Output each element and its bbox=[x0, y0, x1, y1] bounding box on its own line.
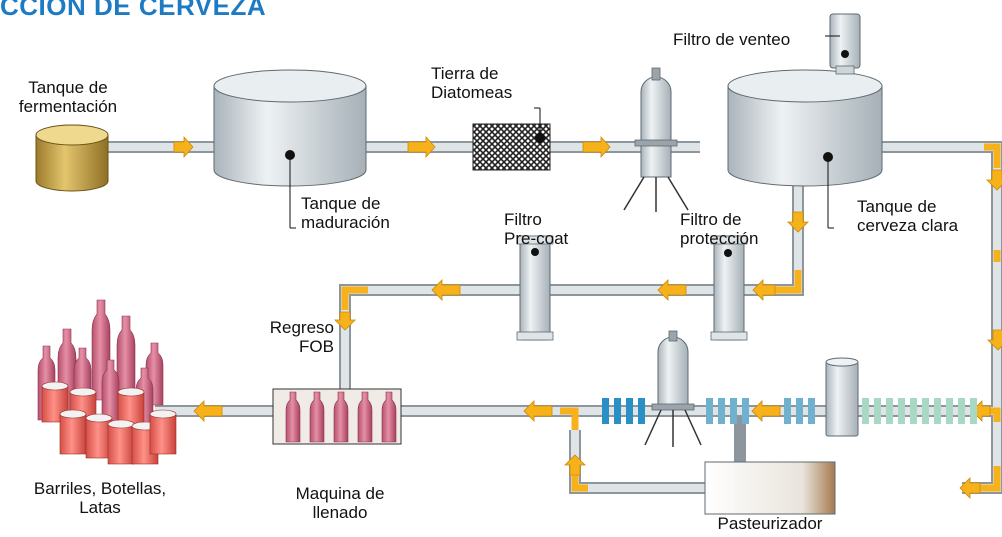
maturation-tank bbox=[213, 69, 367, 228]
arrow-down bbox=[986, 169, 1002, 191]
label-leaders bbox=[290, 107, 834, 229]
candle-filter-bottom bbox=[644, 330, 702, 447]
arrow-left bbox=[193, 400, 223, 422]
label-vent-filter: Filtro de venteo bbox=[673, 30, 791, 49]
arrow-right bbox=[407, 135, 436, 159]
pasteurizer bbox=[704, 461, 836, 515]
arrow-down bbox=[787, 211, 809, 233]
stripe-section-light bbox=[862, 398, 977, 424]
label-containers: Barriles, Botellas, Latas bbox=[33, 479, 167, 517]
arrow-right bbox=[173, 135, 194, 159]
fermentation-tank bbox=[35, 124, 109, 192]
containers-group bbox=[37, 299, 177, 465]
candle-filter-top bbox=[623, 67, 689, 212]
arrow-down bbox=[987, 329, 1002, 351]
filling-machine bbox=[272, 388, 402, 445]
label-precoat-filter: Filtro Pre-coat bbox=[504, 210, 569, 248]
label-return-fob: Regreso FOB bbox=[269, 318, 334, 356]
arrow-down bbox=[334, 311, 356, 331]
label-filling-machine: Maquina de llenado bbox=[295, 484, 385, 522]
arrow-up bbox=[564, 454, 586, 476]
stripe-section-dark bbox=[602, 398, 645, 424]
clear-beer-tank bbox=[727, 69, 883, 228]
arrow-left bbox=[752, 279, 776, 301]
arrow-left bbox=[751, 400, 781, 422]
label-clear-beer-tank: Tanque de cerveza clara bbox=[857, 197, 959, 235]
protection-filter bbox=[710, 235, 748, 341]
flow-arrows bbox=[173, 135, 1002, 499]
label-maturation-tank: Tanque de maduración bbox=[301, 194, 390, 232]
pipes bbox=[108, 141, 1002, 494]
vent-filter bbox=[825, 13, 861, 75]
page-title: CCION DE CERVEZA bbox=[0, 0, 267, 21]
label-protection-filter: Filtro de protección bbox=[680, 210, 759, 248]
arrow-left bbox=[657, 279, 687, 301]
arrow-left bbox=[959, 477, 981, 499]
stripe-section-mid bbox=[706, 398, 815, 424]
diatomaceous-earth-block bbox=[472, 108, 551, 171]
precoat-filter bbox=[516, 235, 554, 341]
arrow-left bbox=[523, 400, 553, 422]
sterile-filter-cylinder bbox=[825, 357, 859, 437]
label-diatomaceous-earth: Tierra de Diatomeas bbox=[431, 64, 513, 102]
arrow-left bbox=[431, 279, 461, 301]
label-fermentation-tank: Tanque de fermentación bbox=[18, 78, 118, 116]
arrow-right bbox=[582, 135, 611, 159]
label-pasteurizer: Pasteurizador bbox=[717, 514, 823, 533]
